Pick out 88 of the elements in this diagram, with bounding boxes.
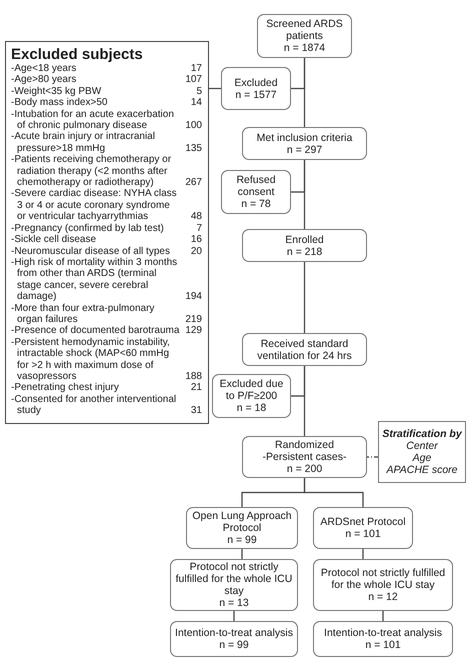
stratification-factor: Age xyxy=(412,452,432,464)
exclusion-list-box xyxy=(5,41,209,424)
box-count: n = 12 xyxy=(368,591,398,603)
stratification-factor: APACHE score xyxy=(386,464,458,476)
exclusion-criterion: -Consented for another interventional study xyxy=(11,394,178,417)
box-count: n = 1874 xyxy=(284,42,326,54)
box-count: n = 18 xyxy=(236,402,266,414)
box-count: n = 13 xyxy=(219,597,249,609)
exclusion-criterion: -Weight<35 kg PBW xyxy=(11,86,102,98)
stratification-factor: Center xyxy=(406,440,438,452)
exclusion-count: 219 xyxy=(185,314,202,326)
exclusion-criterion: -Presence of documented barotrauma xyxy=(11,325,180,337)
exclusion-criterion: -Patients receiving chemotherapy or radiation therapy (<2 months after chemotherapy or radiotherapy) xyxy=(11,154,172,188)
exclusion-criterion: -Sickle cell disease xyxy=(11,234,98,246)
box-count: -Persistent cases- xyxy=(262,451,347,463)
connector-line xyxy=(241,549,243,559)
connector-line xyxy=(304,262,306,333)
flow-box xyxy=(221,67,291,110)
connector-line xyxy=(291,58,306,90)
flow-box xyxy=(313,507,413,549)
exclusion-criterion: -Age<18 years xyxy=(11,63,78,74)
connector-line xyxy=(209,88,221,90)
exclusion-count: 5 xyxy=(195,86,202,98)
flow-box xyxy=(170,621,298,657)
exclusion-count: 31 xyxy=(190,405,202,417)
exclusion-count: 100 xyxy=(185,120,202,132)
exclusion-count: 188 xyxy=(185,370,202,382)
flow-box xyxy=(242,127,367,160)
flow-box xyxy=(221,170,291,214)
flow-box xyxy=(242,436,367,478)
box-label: Intention-to-treat analysis xyxy=(324,627,442,639)
flow-box xyxy=(170,559,298,611)
box-label: Met inclusion criteria xyxy=(256,132,352,144)
connector-line xyxy=(362,549,364,559)
flow-box xyxy=(242,333,367,366)
exclusion-count: 7 xyxy=(195,222,202,234)
box-label: Intention-to-treat analysis xyxy=(175,627,293,639)
box-count: n = 218 xyxy=(286,246,322,258)
exclusion-count: 194 xyxy=(185,291,202,303)
connector-line xyxy=(291,160,306,193)
box-count: n = 99 xyxy=(219,639,249,651)
box-heading: Stratification by xyxy=(382,428,462,440)
exclusion-count: 21 xyxy=(190,382,202,394)
connector-line xyxy=(233,611,235,621)
box-count: n = 99 xyxy=(227,534,257,546)
exclusion-count: 129 xyxy=(185,325,202,337)
exclusion-criterion: -Neuromuscular disease of all types xyxy=(11,246,171,257)
exclusion-count: 17 xyxy=(190,63,202,74)
flow-box xyxy=(186,507,298,549)
exclusion-criterion: -High risk of mortality within 3 months from other than ARDS (terminal stage cancer, severe cerebral damage) xyxy=(11,256,178,303)
box-count: n = 1577 xyxy=(235,88,277,100)
box-count: n = 101 xyxy=(365,639,401,651)
exclusion-criterion: -Penetrating chest injury xyxy=(11,382,120,394)
box-count: n = 200 xyxy=(286,463,322,475)
box-label: Received standard ventilation for 24 hrs xyxy=(256,338,353,362)
exclusion-criterion: -Body mass index>50 xyxy=(11,97,108,109)
box-label: Enrolled xyxy=(285,234,324,246)
stratification-box xyxy=(378,421,466,483)
exclusion-criterion: -More than four extra-pulmonary organ failures xyxy=(11,302,156,326)
exclusion-count: 14 xyxy=(190,97,202,109)
exclusion-criterion: -Severe cardiac disease: NYHA class 3 or 4 or acute coronary syndrome or ventricular tachyarrythmias xyxy=(11,188,178,223)
box-count: n = 297 xyxy=(286,144,322,156)
flow-box xyxy=(313,559,453,611)
flow-box xyxy=(212,374,291,418)
exclusion-count: 16 xyxy=(190,234,202,246)
exclusion-count: 48 xyxy=(190,211,202,223)
box-label: ARDSnet Protocol xyxy=(320,516,406,528)
exclusion-criterion: -Age>80 years xyxy=(11,74,78,86)
box-count: n = 78 xyxy=(241,198,271,210)
exclusion-count: 20 xyxy=(190,246,202,257)
flow-box xyxy=(242,229,367,262)
box-label: Randomized xyxy=(275,439,334,451)
connector-line xyxy=(367,456,378,458)
connector-line xyxy=(291,366,306,397)
list-heading: Excluded subjects xyxy=(11,46,144,63)
connector-line xyxy=(304,478,364,507)
exclusion-count: 135 xyxy=(185,142,202,154)
exclusion-criterion: -Persistent hemodynamic instability, intractable shock (MAP<60 mmHg for >2 h with maximum dose of vasopressors xyxy=(11,336,171,382)
exclusion-criterion: -Pregnancy (confirmed by lab test) xyxy=(11,222,165,234)
exclusion-criterion: -Intubation for an acute exacerbation of chronic pulmonary disease xyxy=(11,108,175,132)
exclusion-criterion: -Acute brain injury or intracranial pressure>18 mmHg xyxy=(11,131,156,154)
flow-box xyxy=(313,621,453,657)
box-label: Excluded xyxy=(234,76,278,88)
connector-line xyxy=(382,611,384,621)
box-count: n = 101 xyxy=(345,528,381,540)
exclusion-count: 107 xyxy=(185,74,202,86)
exclusion-count: 267 xyxy=(185,177,202,188)
flow-box xyxy=(257,14,352,58)
